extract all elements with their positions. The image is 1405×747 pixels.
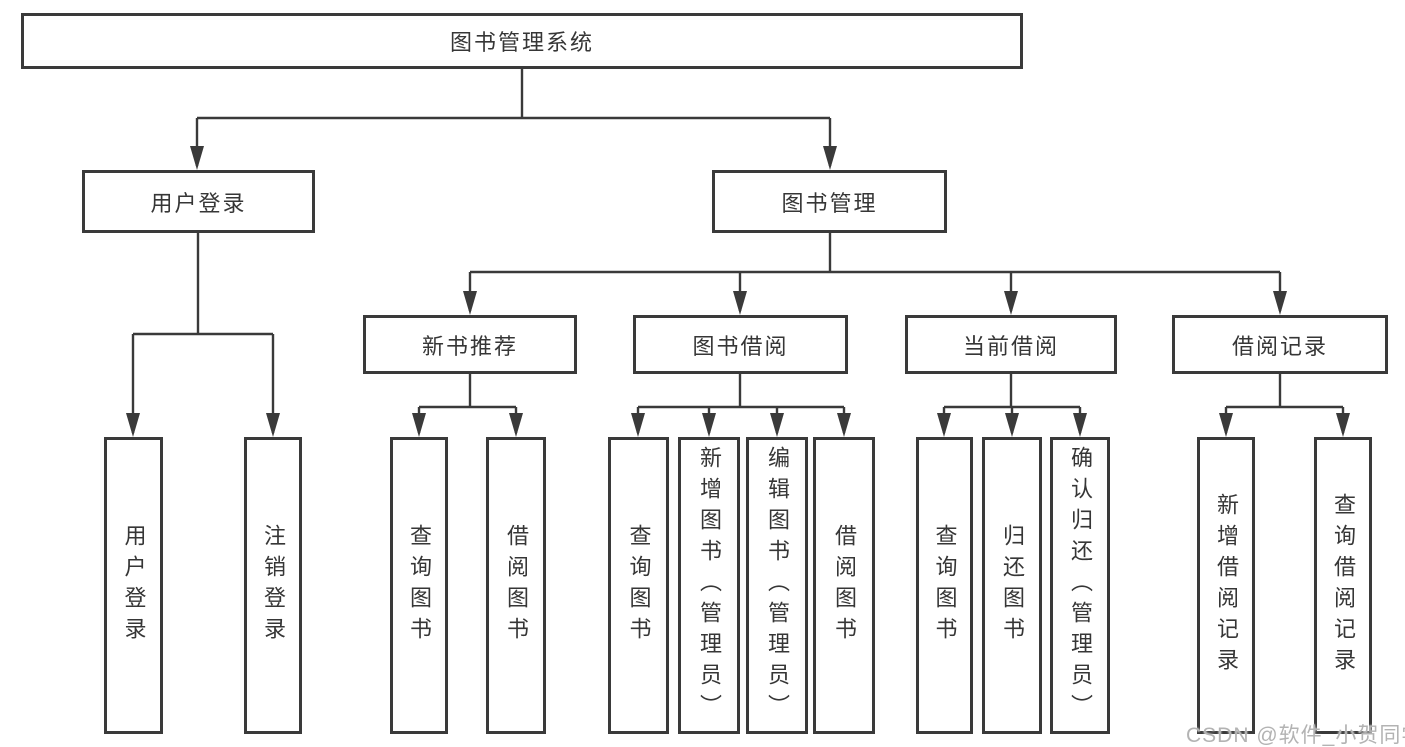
leaf-query-books-1: 查询图书 <box>390 437 448 734</box>
node-new-book-recommend: 新书推荐 <box>363 315 577 374</box>
leaf-edit-books-admin: 编辑图书（管理员） <box>746 437 808 734</box>
node-book-management: 图书管理 <box>712 170 947 233</box>
leaf-user-login: 用户登录 <box>104 437 163 734</box>
leaf-user-login-label: 用户登录 <box>121 523 147 648</box>
leaf-return-books: 归还图书 <box>982 437 1042 734</box>
node-new-book-recommend-label: 新书推荐 <box>421 333 518 359</box>
node-borrow-records: 借阅记录 <box>1172 315 1388 374</box>
node-current-borrow-label: 当前借阅 <box>962 333 1059 359</box>
leaf-confirm-return-admin-label: 确认归还（管理员） <box>1068 446 1093 725</box>
leaf-confirm-return-admin: 确认归还（管理员） <box>1050 437 1110 734</box>
leaf-query-books-2-label: 查询图书 <box>626 523 652 648</box>
leaf-borrow-books-2: 借阅图书 <box>813 437 875 734</box>
leaf-query-books-3-label: 查询图书 <box>932 523 958 648</box>
node-user-login-label: 用户登录 <box>150 190 247 216</box>
leaf-borrow-books-1: 借阅图书 <box>486 437 546 734</box>
leaf-add-books-admin-label: 新增图书（管理员） <box>697 446 722 725</box>
node-book-borrow-label: 图书借阅 <box>692 333 789 359</box>
node-current-borrow: 当前借阅 <box>905 315 1117 374</box>
leaf-return-books-label: 归还图书 <box>1000 523 1025 648</box>
leaf-add-books-admin: 新增图书（管理员） <box>678 437 740 734</box>
node-borrow-records-label: 借阅记录 <box>1231 333 1328 359</box>
arrowheads <box>126 146 1350 437</box>
watermark: CSDN @软件_小贺同学 <box>1186 724 1405 747</box>
leaf-add-borrow-record: 新增借阅记录 <box>1197 437 1255 734</box>
node-user-login: 用户登录 <box>82 170 315 233</box>
leaf-add-borrow-record-label: 新增借阅记录 <box>1214 492 1239 679</box>
leaf-query-books-3: 查询图书 <box>916 437 973 734</box>
node-book-management-label: 图书管理 <box>781 190 878 216</box>
leaf-edit-books-admin-label: 编辑图书（管理员） <box>765 446 790 725</box>
leaf-borrow-books-2-label: 借阅图书 <box>832 523 857 648</box>
node-root-label: 图书管理系统 <box>449 30 594 55</box>
leaf-logout-label: 注销登录 <box>261 523 286 648</box>
leaf-query-books-1-label: 查询图书 <box>407 523 432 648</box>
node-root: 图书管理系统 <box>21 13 1023 69</box>
leaf-borrow-books-1-label: 借阅图书 <box>504 523 529 648</box>
leaf-query-books-2: 查询图书 <box>608 437 669 734</box>
node-book-borrow: 图书借阅 <box>633 315 848 374</box>
leaf-query-borrow-record-label: 查询借阅记录 <box>1331 492 1356 679</box>
leaf-logout: 注销登录 <box>244 437 302 734</box>
leaf-query-borrow-record: 查询借阅记录 <box>1314 437 1372 734</box>
